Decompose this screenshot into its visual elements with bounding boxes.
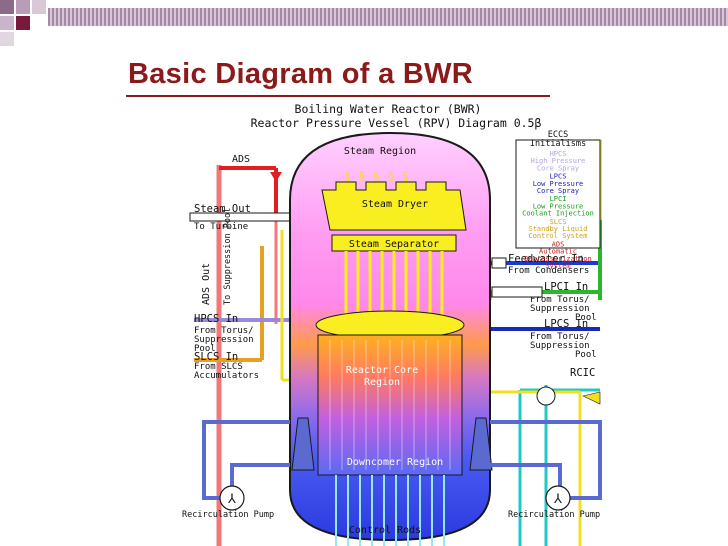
slide-header-band	[48, 8, 728, 26]
legend-item-hpcs-line-2: Core Spray	[537, 164, 579, 172]
lpci-in-label: LPCI In	[544, 281, 588, 293]
recirc-pump-right-label: Recirculation Pump	[508, 510, 600, 520]
reactor-core-label-1: Reactor Core	[346, 365, 418, 376]
control-rods-label: Control Rods	[349, 525, 421, 536]
rcic-valve	[536, 386, 556, 406]
hpcs-in-label: HPCS In	[194, 313, 238, 325]
steam-separator-label: Steam Separator	[349, 239, 439, 250]
recirc-pump-right-symbol: ⅄	[553, 491, 562, 506]
separator-standpipes	[344, 251, 444, 315]
diagram-header-line2: Reactor Pressure Vessel (RPV) Diagram 0.…	[251, 116, 542, 130]
legend-item-lpci-line-1: Low Pressure	[533, 202, 584, 210]
recirc-pump-left	[219, 485, 245, 511]
downcomer-label: Downcomer Region	[347, 457, 443, 468]
lpcs-from-1: From Torus/	[530, 332, 590, 342]
ads-out-label: ADS Out	[201, 263, 212, 305]
legend-item-ads-line-0: ADS	[552, 240, 565, 248]
fuel-assemblies	[329, 340, 451, 470]
ads-label: ADS	[232, 154, 250, 165]
lpci-nozzle	[491, 286, 543, 298]
rcic-arrow	[582, 391, 601, 405]
legend-item-lpci-line-2: Coolant Injection	[522, 210, 594, 218]
lpcs-from-3: Pool	[575, 350, 597, 360]
rcic-label: RCIC	[570, 367, 595, 379]
legend-item-lpci-line-0: LPCI	[550, 195, 567, 203]
feedwater-nozzle	[491, 257, 507, 269]
steam-wisps: § § § § §	[344, 169, 409, 183]
legend-item-ads-line-2: Depressurization	[524, 255, 591, 263]
lpcs-in-label: LPCS In	[544, 318, 588, 330]
legend-item-slcs-line-1: Standby Liquid	[528, 225, 587, 233]
legend-item-ads-line-1: Automatic	[539, 248, 577, 256]
legend-item-lpcs-line-0: LPCS	[550, 173, 567, 181]
jet-pump-right	[469, 417, 493, 471]
legend-box	[515, 139, 601, 249]
recirc-pump-left-label: Recirculation Pump	[182, 510, 274, 520]
legend-item-lpcs-line-1: Low Pressure	[533, 180, 584, 188]
hpcs-from-2: Suppression	[194, 335, 254, 345]
legend-item-lpcs-line-2: Core Spray	[537, 187, 579, 195]
lpci-from-1: From Torus/	[530, 295, 590, 305]
legend-item-slcs-line-0: SLCS	[550, 218, 567, 226]
legend-title-2: Initialisms	[530, 139, 586, 149]
slcs-in-label: SLCS In	[194, 351, 238, 363]
legend-item-ads-line-3: System	[545, 262, 570, 270]
recirc-pump-right	[545, 485, 571, 511]
steam-dryer	[321, 181, 467, 231]
steam-dryer-label: Steam Dryer	[362, 199, 428, 210]
lpci-from-3: Pool	[575, 313, 597, 323]
feedwater-in-label: Feedwater In	[508, 253, 584, 265]
ads-arrow	[270, 172, 282, 182]
diagram-header-line1: Boiling Water Reactor (BWR)	[295, 102, 482, 116]
hpcs-from-1: From Torus/	[194, 326, 254, 336]
recirc-pump-left-symbol: ⅄	[227, 491, 236, 506]
steam-region-label: Steam Region	[344, 146, 416, 157]
legend-item-hpcs-line-1: High Pressure	[531, 157, 586, 165]
reactor-core-label-2: Region	[364, 377, 400, 388]
to-turbine-label: To Turbine	[194, 222, 248, 232]
slide-title: Basic Diagram of a BWR	[128, 58, 474, 90]
lpci-from-2: Suppression	[530, 304, 590, 314]
title-underline	[126, 95, 550, 97]
from-condensers-label: From Condensers	[508, 266, 589, 276]
jet-pump-left	[291, 417, 315, 471]
legend-title-1: ECCS	[548, 130, 568, 140]
legend-item-slcs-line-2: Control System	[528, 232, 587, 240]
lpcs-from-2: Suppression	[530, 341, 590, 351]
steam-out-label: Steam Out	[194, 203, 251, 215]
hpcs-from-3: Pool	[194, 344, 216, 354]
to-suppression-pool-label: To Suppression Pool	[223, 208, 233, 305]
legend-item-hpcs-line-0: HPCS	[550, 150, 567, 158]
slcs-from-1: From SLCS	[194, 362, 243, 372]
slcs-from-2: Accumulators	[194, 371, 259, 381]
control-rods	[335, 475, 445, 546]
slide-decoration	[0, 0, 48, 48]
